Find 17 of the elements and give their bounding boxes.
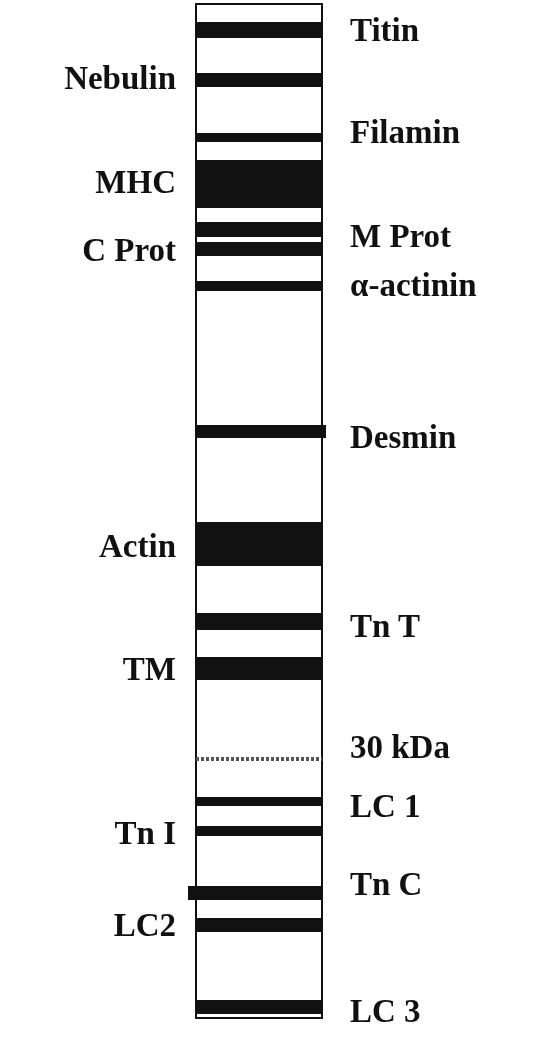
band-label: α-actinin [350,267,477,303]
band-label: LC 1 [350,788,421,824]
band-label: Tn I [114,815,176,851]
band-label: Actin [99,528,176,564]
band-label: Desmin [350,419,457,455]
band-label: TM [122,651,176,687]
band-label: Tn C [350,866,423,902]
band-label: 30 kDa [350,729,450,765]
band-label: C Prot [82,232,176,268]
band-label: LC 3 [350,993,421,1029]
band-label: MHC [95,164,176,200]
band-label: LC2 [113,907,176,943]
band-label: Tn T [350,608,421,644]
band-label: Filamin [350,114,460,150]
band-label: Nebulin [64,60,176,96]
band-label: M Prot [350,218,452,254]
band-label: Titin [350,12,420,48]
